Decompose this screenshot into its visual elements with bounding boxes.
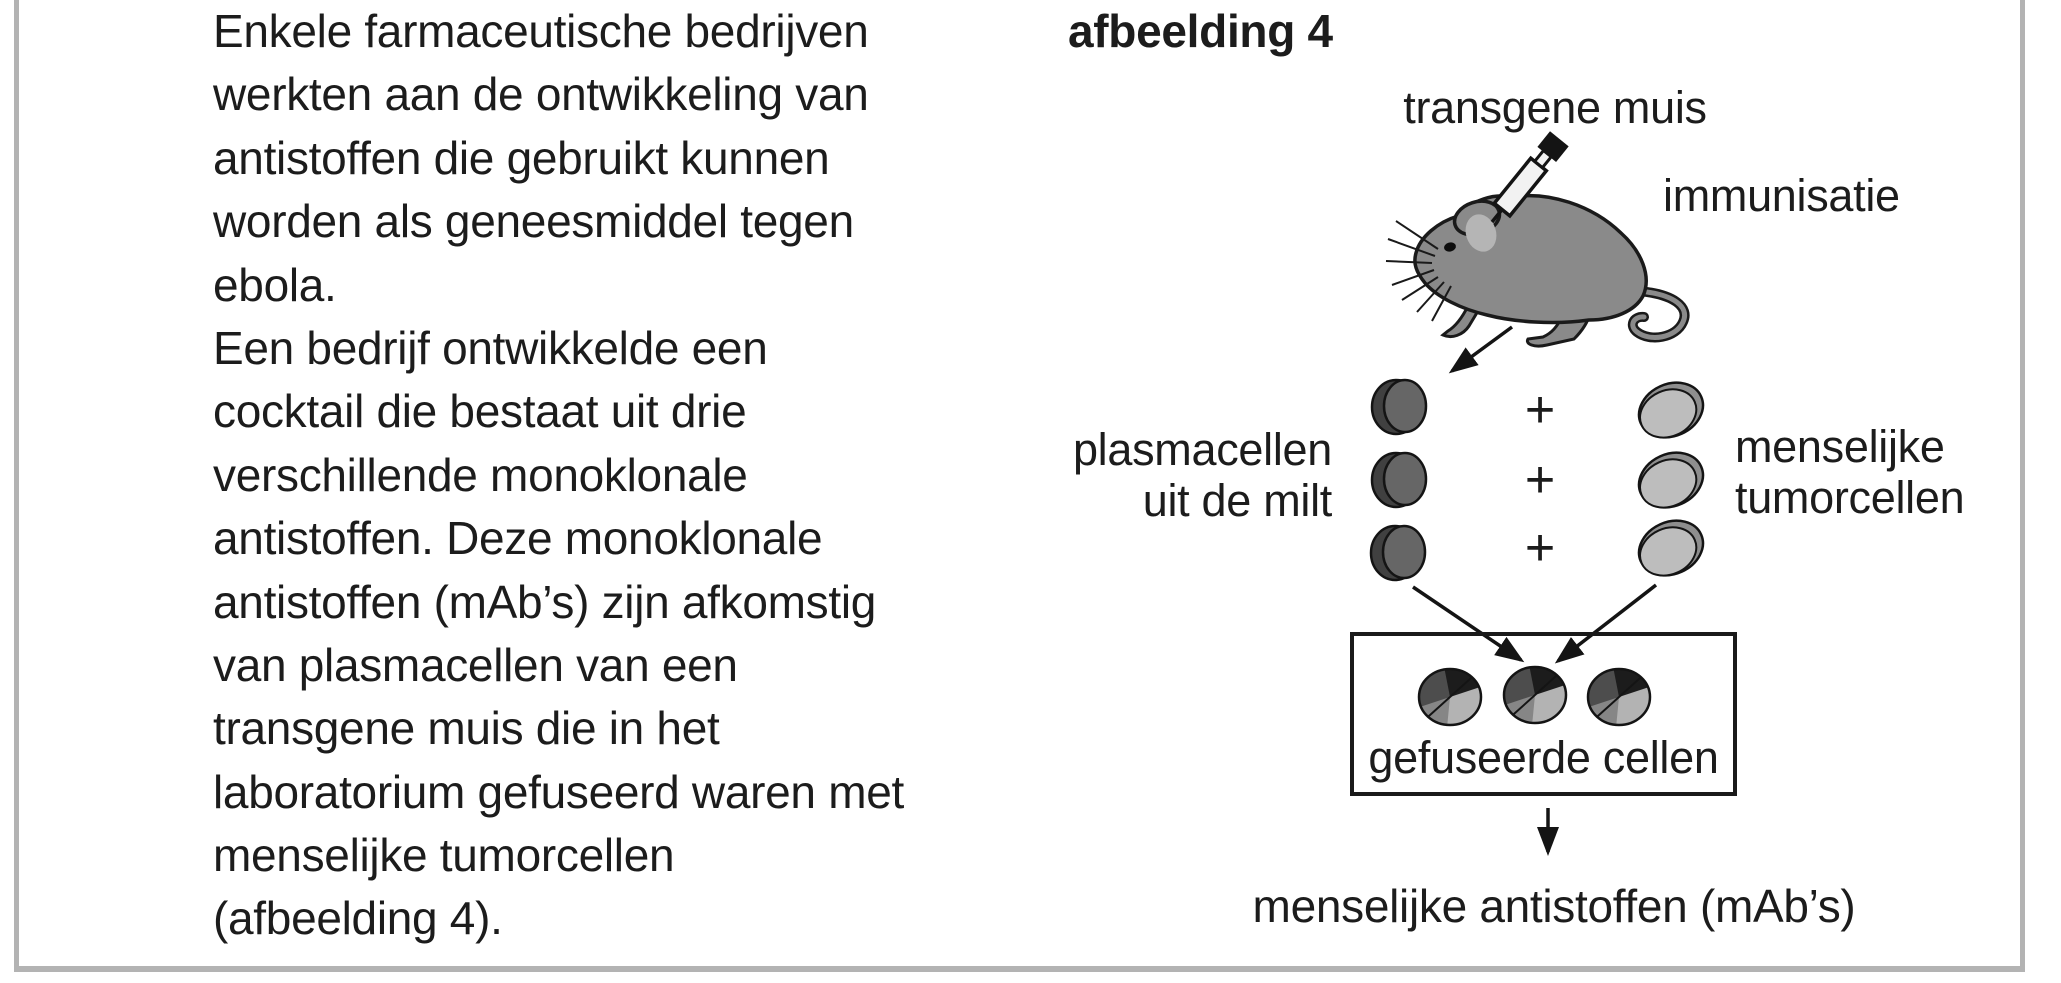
- fused-cells-box: gefuseerde cellen: [1350, 632, 1737, 796]
- body-text-line: antistoffen (mAb’s) zijn afkomstig: [213, 575, 877, 628]
- body-text-line: menselijke tumorcellen: [213, 829, 675, 882]
- plasma-cell-icon: [1369, 524, 1427, 582]
- tumor-cell-icon: [1637, 451, 1705, 509]
- body-text-line: (afbeelding 4).: [213, 892, 503, 945]
- fused-cell-icon: [1502, 665, 1568, 725]
- mouse-eye: [1444, 242, 1456, 252]
- plasma-cells-label: plasmacellen uit de milt: [1030, 424, 1332, 526]
- body-text-line: ebola.: [213, 258, 337, 311]
- right-frame-rule: [2020, 0, 2025, 972]
- body-text: Enkele farmaceutische bedrijven werkten …: [213, 0, 1053, 951]
- fused-cells-label: gefuseerde cellen: [1368, 732, 1719, 783]
- mouse-illustration: [1385, 193, 1690, 348]
- transgene-mouse-label: transgene muis: [1403, 82, 1707, 133]
- body-text-line: antistoffen die gebruikt kunnen: [213, 131, 830, 184]
- tumor-cells-label-line2: tumorcellen: [1735, 472, 1965, 523]
- left-frame-rule: [14, 0, 19, 972]
- tumor-cells-label: menselijke tumorcellen: [1735, 421, 1965, 523]
- immunization-label: immunisatie: [1663, 170, 1900, 221]
- body-text-line: werkten aan de ontwikkeling van: [213, 68, 869, 121]
- fused-cell-icon: [1417, 667, 1483, 727]
- body-text-line: transgene muis die in het: [213, 702, 720, 755]
- plasma-cells-label-line1: plasmacellen: [1072, 424, 1332, 475]
- tumor-cell-icon: [1637, 519, 1705, 577]
- syringe-icon: [1490, 131, 1569, 224]
- plasma-cells-label-line2: uit de milt: [1142, 475, 1333, 526]
- plus-sign: +: [1524, 519, 1556, 577]
- plasma-cell-icon: [1370, 378, 1428, 436]
- figure-title: afbeelding 4: [1068, 5, 1333, 57]
- output-antibodies-label: menselijke antistoffen (mAb’s): [1252, 880, 1856, 932]
- body-text-line: laboratorium gefuseerd waren met: [213, 765, 904, 818]
- tumor-cell-icon: [1637, 381, 1705, 439]
- arrow-mouse-to-cells: [1448, 325, 1514, 374]
- body-text-line: cocktail die bestaat uit drie: [213, 385, 747, 438]
- plus-sign: +: [1524, 381, 1556, 439]
- body-text-line: van plasmacellen van een: [213, 638, 738, 691]
- body-text-line: Enkele farmaceutische bedrijven: [213, 5, 869, 57]
- body-text-line: worden als geneesmiddel tegen: [213, 195, 854, 248]
- plasma-cell-icon: [1370, 451, 1428, 509]
- arrow-tumor-to-fusion: [1554, 583, 1658, 664]
- tumor-cells-label-line1: menselijke: [1735, 421, 1945, 472]
- mouse-whiskers: [1385, 220, 1452, 322]
- fused-cell-icon: [1586, 667, 1652, 727]
- body-text-line: verschillende monoklonale: [213, 448, 748, 501]
- arrow-plasma-to-fusion: [1412, 585, 1525, 663]
- plus-sign: +: [1524, 451, 1556, 509]
- body-text-line: Een bedrijf ontwikkelde een: [213, 321, 768, 374]
- bottom-frame-rule: [14, 966, 2025, 972]
- body-text-line: antistoffen. Deze monoklonale: [213, 512, 823, 565]
